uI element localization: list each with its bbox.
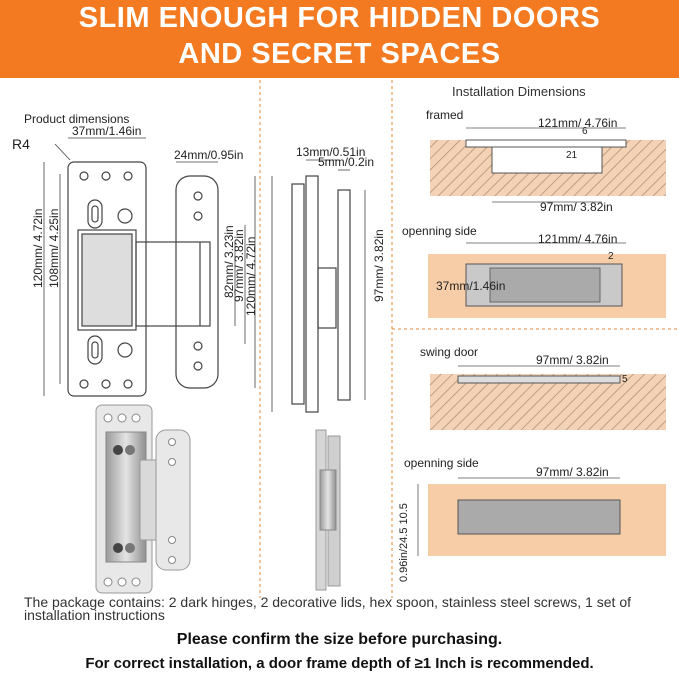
hinge-side-drawing bbox=[271, 159, 366, 413]
width-37-label: 37mm/1.46in bbox=[72, 124, 142, 138]
gap-label: 5mm/0.2in bbox=[318, 155, 375, 169]
opening2-top-dim: 97mm/ 3.82in bbox=[536, 465, 609, 479]
framed-top-dim: 121mm/ 4.76in bbox=[538, 116, 618, 130]
header-banner: SLIM ENOUGH FOR HIDDEN DOORS AND SECRET … bbox=[0, 0, 679, 78]
thickness-label: 13mm/0.51in bbox=[296, 145, 366, 159]
opening2-label: openning side bbox=[404, 456, 479, 470]
banner-title-line2: AND SECRET SPACES bbox=[178, 38, 501, 70]
side-height-97-label: 97mm/ 3.82in bbox=[372, 229, 386, 302]
install-opening2-drawing bbox=[417, 477, 666, 556]
hinge-photo-side bbox=[315, 429, 341, 591]
swing-top-dim: 97mm/ 3.82in bbox=[536, 353, 609, 367]
opening1-top-dim: 121mm/ 4.76in bbox=[538, 232, 618, 246]
framed-n6: 6 bbox=[582, 126, 588, 137]
plate-width-label: 24mm/0.95in bbox=[174, 148, 244, 162]
install-swing-drawing bbox=[430, 365, 666, 430]
hinge-photo-front bbox=[95, 404, 191, 594]
framed-label: framed bbox=[426, 108, 464, 122]
product-dimensions-label: Product dimensions bbox=[24, 112, 130, 126]
height-108-label: 108mm/ 4.25in bbox=[47, 208, 61, 288]
package-contents: The package contains: 2 dark hinges, 2 d… bbox=[24, 594, 631, 623]
banner-title-line1: SLIM ENOUGH FOR HIDDEN DOORS bbox=[78, 2, 601, 34]
footer-line2: For correct installation, a door frame d… bbox=[85, 655, 594, 672]
framed-n21: 21 bbox=[566, 150, 578, 161]
install-framed-drawing bbox=[430, 127, 666, 203]
framed-bottom-dim: 97mm/ 3.82in bbox=[540, 200, 613, 214]
height-120-label: 120mm/ 4.72in bbox=[31, 208, 45, 288]
install-title: Installation Dimensions bbox=[452, 84, 586, 99]
opening1-label: openning side bbox=[402, 224, 477, 238]
opening1-n2: 2 bbox=[608, 251, 614, 262]
opening1-inner-dim: 37mm/1.46in bbox=[436, 279, 506, 293]
opening2-side-dim: 0.96in/24.5 10.5 bbox=[398, 503, 410, 582]
swing-n5: 5 bbox=[622, 374, 628, 385]
corner-radius-label: R4 bbox=[12, 136, 30, 152]
hinge-front-drawing bbox=[43, 137, 256, 397]
height-120b-label: 120mm/ 4.72in bbox=[244, 236, 258, 316]
install-opening1-drawing bbox=[428, 242, 666, 318]
footer-line1: Please confirm the size before purchasin… bbox=[176, 631, 503, 648]
swing-label: swing door bbox=[420, 345, 479, 359]
